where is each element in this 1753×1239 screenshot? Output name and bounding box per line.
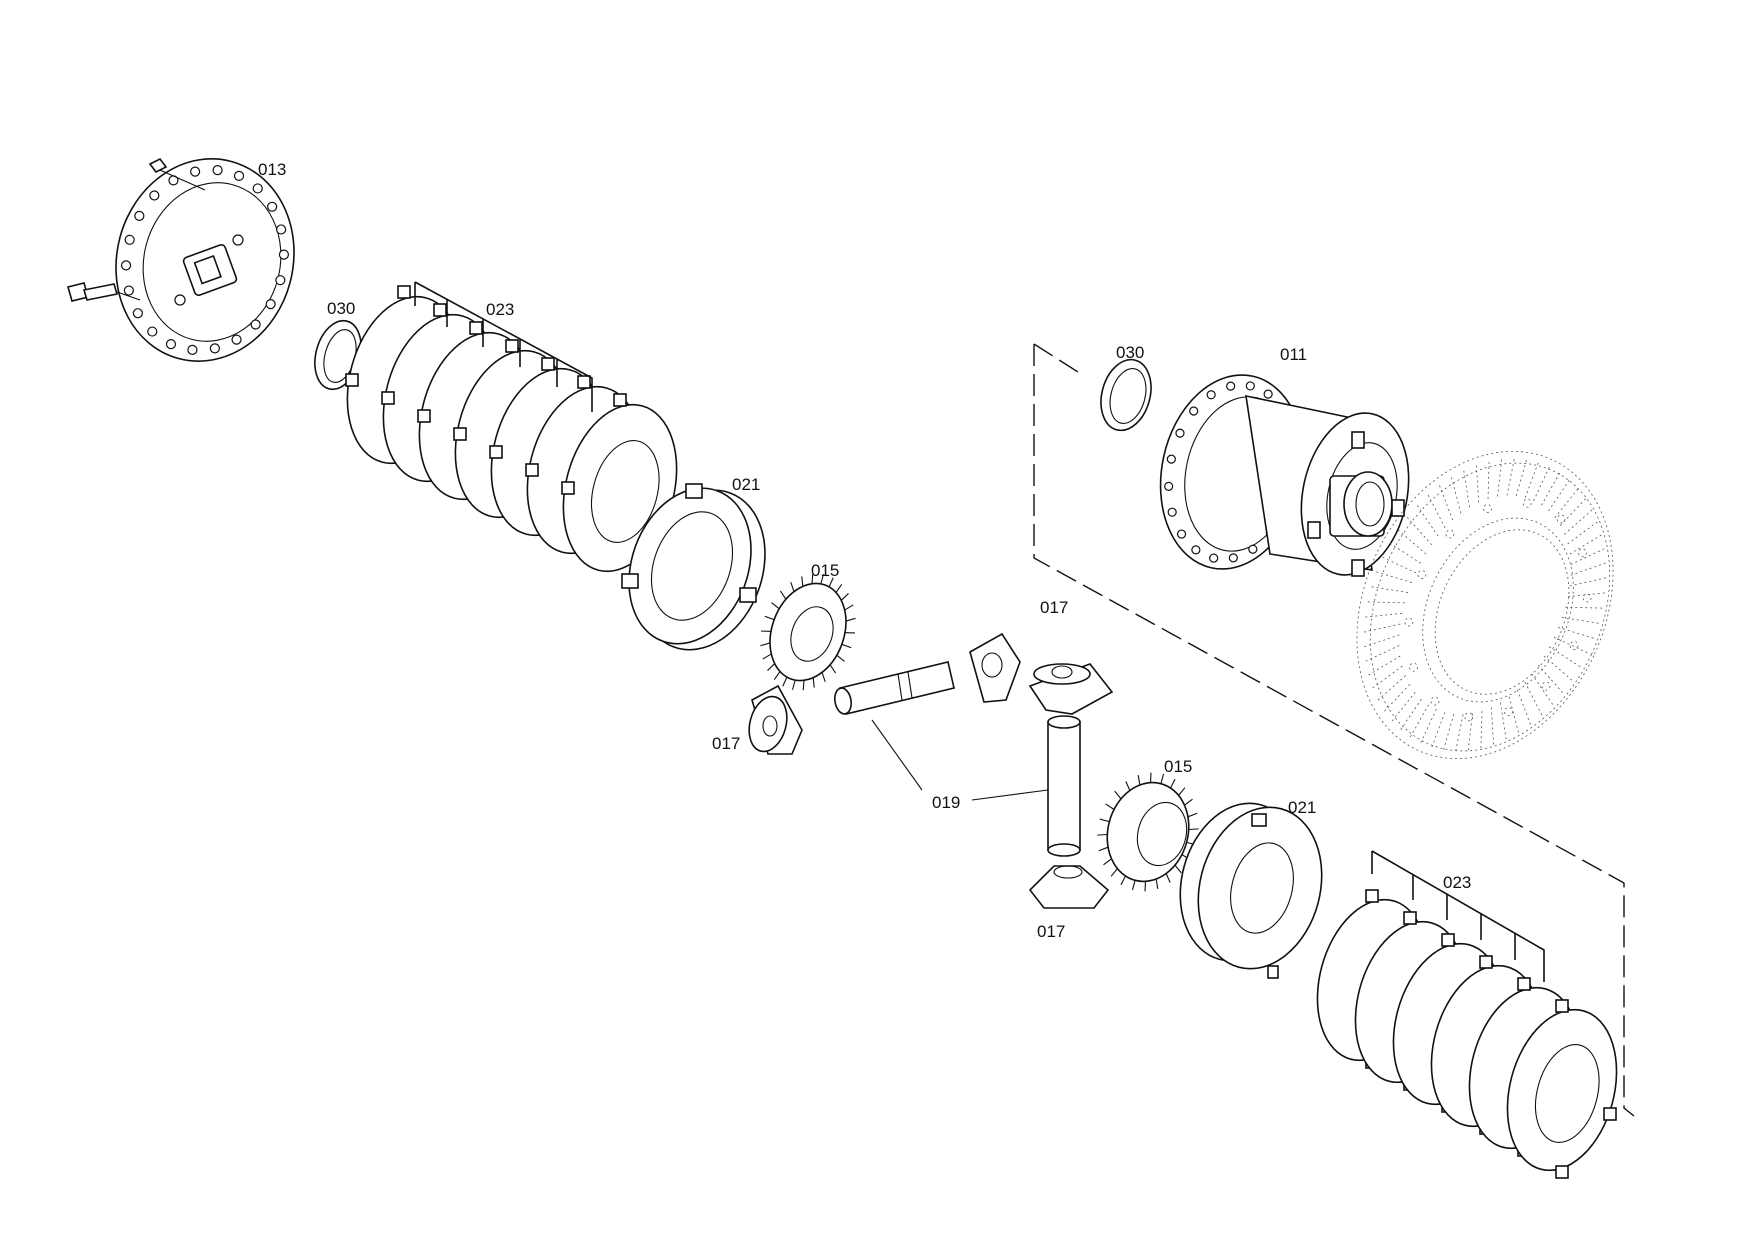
pressure-ring-021-upper — [621, 483, 766, 651]
bracket-023-upper — [414, 281, 593, 412]
label-017-upper-right: 017 — [1040, 598, 1068, 617]
label-011: 011 — [1280, 345, 1307, 364]
pinion-017-left — [748, 684, 803, 755]
side-gear-015-upper — [760, 573, 856, 691]
leader-lines-019 — [871, 719, 1049, 801]
assembly-outline-dashed — [1033, 343, 1635, 1117]
ring-gear — [1356, 450, 1614, 760]
label-019: 019 — [932, 793, 960, 812]
pinion-017-upper-right — [1028, 663, 1114, 715]
label-023-upper: 023 — [486, 300, 514, 319]
label-013: 013 — [258, 160, 286, 179]
side-gear-015-lower — [1097, 772, 1199, 892]
differential-housing-011 — [1159, 374, 1410, 577]
label-015-upper: 015 — [811, 561, 839, 580]
clutch-discs-023-lower — [1316, 889, 1618, 1179]
pinion-017-lower — [1028, 865, 1110, 909]
label-030-upper: 030 — [327, 299, 355, 318]
clutch-discs-023-upper — [345, 285, 678, 573]
pressure-ring-021-lower — [1179, 802, 1323, 979]
cover-flange-013 — [115, 158, 295, 362]
pinion-017-center — [969, 632, 1021, 703]
label-023-lower: 023 — [1443, 873, 1471, 892]
label-021-upper: 021 — [732, 475, 760, 494]
small-screw — [148, 157, 206, 191]
label-017-left: 017 — [712, 734, 740, 753]
label-021-lower: 021 — [1288, 798, 1316, 817]
label-017-lower: 017 — [1037, 922, 1065, 941]
cross-shaft-019-vertical — [1047, 715, 1081, 857]
cross-shaft-019-horizontal — [834, 661, 955, 715]
bracket-023-lower — [1371, 850, 1545, 982]
bolt — [67, 282, 141, 302]
label-015-lower: 015 — [1164, 757, 1192, 776]
label-030-lower: 030 — [1116, 343, 1144, 362]
thrust-washer-030-lower — [1100, 358, 1152, 432]
